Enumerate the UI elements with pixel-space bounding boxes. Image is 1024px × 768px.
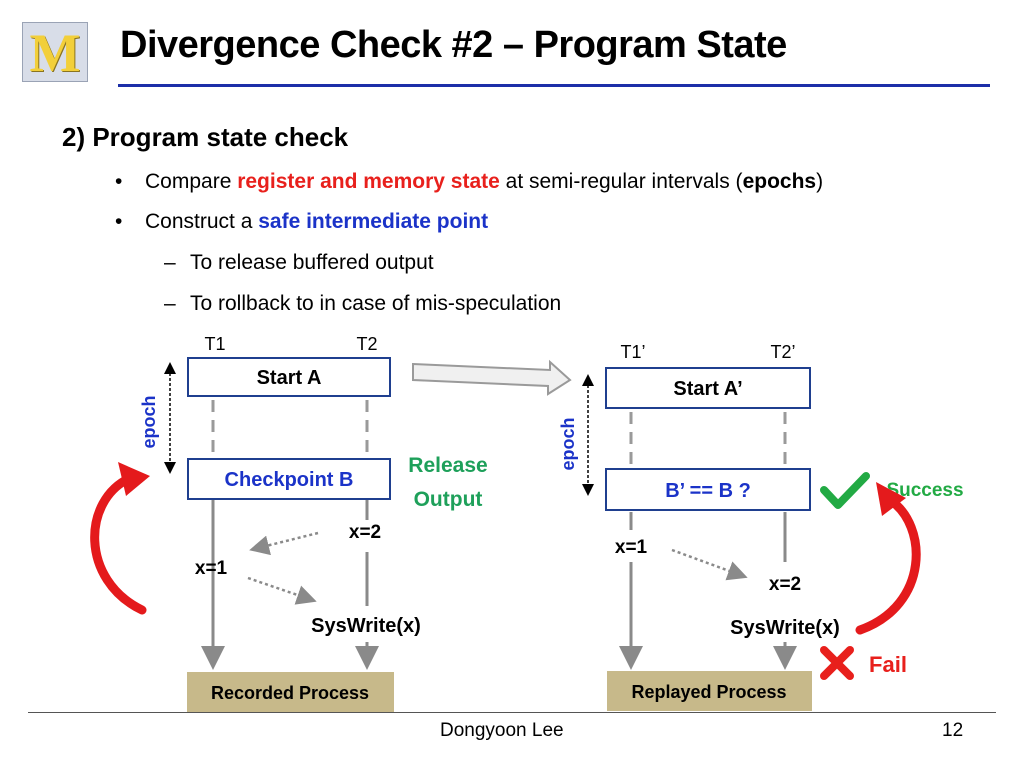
- university-logo: M: [22, 22, 88, 82]
- replayed-syswrite-label: SysWrite(x): [730, 617, 840, 639]
- recorded-checkpoint-box: [187, 458, 391, 500]
- replayed-t2-label: T2’: [770, 342, 795, 362]
- sub-bullet-text: To release buffered output: [190, 251, 434, 274]
- bullet-highlight: register and memory state: [237, 170, 500, 193]
- rollback-arrow-right-head: [876, 482, 906, 516]
- replayed-process-label: Replayed Process: [631, 682, 786, 702]
- slide-title: Divergence Check #2 – Program State: [120, 24, 787, 66]
- recorded-t1-label: T1: [204, 334, 225, 354]
- bullet-text: Compare: [145, 170, 238, 193]
- bullet-text: Construct a: [145, 210, 259, 233]
- recorded-start-box: [187, 357, 391, 397]
- bullet-bold: epochs: [742, 170, 817, 193]
- replayed-x2-label: x=2: [769, 574, 801, 595]
- recorded-dependency-arrow-2: [247, 576, 317, 605]
- logo-letter: M: [29, 23, 81, 83]
- replayed-start-box: [605, 367, 811, 409]
- bullet-compare: • Compare register and memory state at s…: [115, 170, 824, 194]
- bullet-symbol: •: [115, 210, 123, 233]
- bullet-text: at semi-regular intervals (: [499, 170, 743, 193]
- bullet-construct: • Construct a safe intermediate point: [115, 210, 489, 234]
- rollback-arrow-left: [90, 473, 147, 615]
- success-check-icon: [820, 472, 870, 509]
- recorded-dependency-arrow-1: [249, 531, 319, 556]
- sub-bullet-release: – To release buffered output: [164, 251, 434, 275]
- fail-label: Fail: [869, 652, 907, 677]
- fail-x-icon: [820, 646, 854, 680]
- dash-symbol: –: [164, 292, 176, 315]
- replayed-process-box: [607, 671, 812, 711]
- rollback-arrow-left-head: [118, 462, 150, 496]
- footer-author: Dongyoon Lee: [440, 720, 564, 741]
- replayed-start-label: Start A’: [673, 378, 742, 400]
- replayed-t1-label: T1’: [620, 342, 645, 362]
- page-number: 12: [942, 720, 964, 741]
- bullet-symbol: •: [115, 170, 123, 193]
- replayed-check-label: B’ == B ?: [665, 480, 751, 502]
- recorded-x1-label: x=1: [195, 558, 228, 579]
- recorded-syswrite-label: SysWrite(x): [311, 615, 421, 637]
- recorded-checkpoint-label: Checkpoint B: [225, 469, 354, 491]
- footer-divider: [28, 712, 996, 713]
- recorded-process-box: [187, 672, 394, 712]
- recorded-start-label: Start A: [257, 367, 322, 389]
- replayed-x1-label: x=1: [615, 537, 648, 558]
- bullet-highlight: safe intermediate point: [258, 210, 489, 233]
- transition-arrow: [412, 359, 572, 396]
- release-label-line2: Output: [414, 488, 483, 511]
- recorded-process-label: Recorded Process: [211, 683, 369, 703]
- sub-bullet-text: To rollback to in case of mis-speculatio…: [190, 292, 562, 315]
- recorded-epoch-label: epoch: [139, 395, 159, 448]
- bullet-text: ): [816, 170, 824, 193]
- release-label-line1: Release: [408, 454, 487, 477]
- replayed-dependency-arrow: [671, 548, 748, 581]
- section-heading: 2) Program state check: [62, 122, 349, 152]
- dash-symbol: –: [164, 251, 176, 274]
- success-label: Success: [886, 480, 963, 501]
- rollback-arrow-right: [855, 495, 921, 635]
- replayed-epoch-label: epoch: [558, 417, 578, 470]
- sub-bullet-rollback: – To rollback to in case of mis-speculat…: [164, 292, 562, 316]
- recorded-t2-label: T2: [356, 334, 377, 354]
- title-underline: [118, 84, 990, 87]
- replayed-check-box: [605, 468, 811, 511]
- recorded-x2-label: x=2: [349, 522, 381, 543]
